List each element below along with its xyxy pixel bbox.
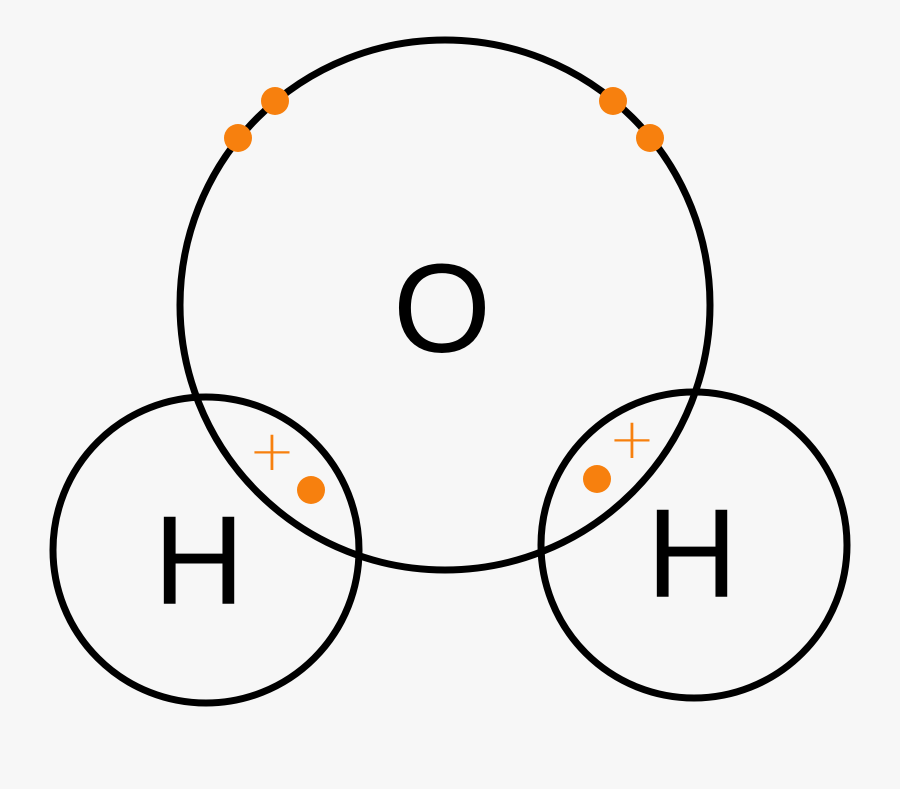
electron-lone-pair-right-1 — [599, 87, 627, 115]
electron-lone-pair-left-2 — [224, 124, 252, 152]
hydrogen-right-symbol: H — [647, 483, 738, 624]
electron-lone-pair-left-1 — [261, 87, 289, 115]
electron-bond-right — [583, 465, 611, 493]
oxygen-shell — [176, 36, 714, 574]
hydrogen-left-symbol: H — [154, 490, 245, 631]
electron-bond-left — [297, 476, 325, 504]
hydrogen-left-shell — [49, 393, 363, 707]
oxygen-symbol: O — [393, 238, 491, 379]
charge-label-right: + — [609, 407, 656, 472]
electron-lone-pair-right-2 — [636, 124, 664, 152]
charge-label-left: + — [249, 419, 296, 484]
